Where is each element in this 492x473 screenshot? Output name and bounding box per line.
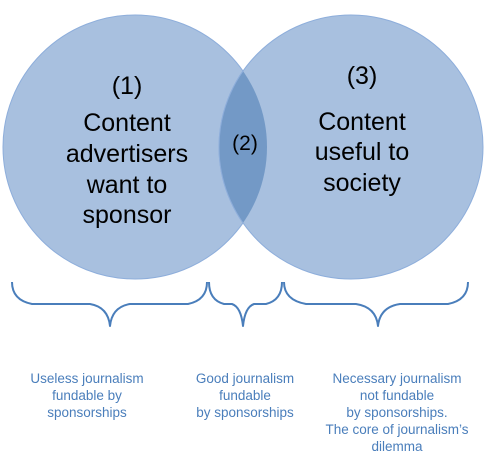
left-circle-number: (1) <box>112 72 143 100</box>
caption-left: Useless journalism fundable by sponsorsh… <box>12 370 162 421</box>
caption-right-line: dilemma <box>371 439 423 454</box>
left-circle-line-3: want to <box>86 171 168 199</box>
caption-right-line: Necessary journalism <box>332 371 462 386</box>
overlap-number: (2) <box>232 132 258 155</box>
brace-right <box>283 281 469 327</box>
caption-middle-line: Good journalism <box>195 371 295 386</box>
caption-right-line: by sponsorships. <box>346 405 448 420</box>
left-circle-line-4: sponsor <box>83 201 172 229</box>
caption-left-line: sponsorships <box>47 405 127 420</box>
right-circle-number: (3) <box>347 62 378 90</box>
caption-right-line: not fundable <box>359 388 435 403</box>
brace-middle <box>208 281 283 327</box>
caption-right: Necessary journalism not fundable by spo… <box>312 370 482 455</box>
left-circle-line-2: advertisers <box>66 140 188 168</box>
right-circle-line-2: useful to <box>315 138 410 166</box>
left-circle-line-1: Content <box>83 109 171 137</box>
caption-middle-line: by sponsorships <box>196 405 294 420</box>
overlap-region <box>218 15 267 279</box>
brace-left <box>11 281 208 327</box>
caption-middle: Good journalism fundable by sponsorships <box>175 370 315 421</box>
caption-left-line: Useless journalism <box>30 371 144 386</box>
caption-right-line: The core of journalism’s <box>325 422 469 437</box>
caption-left-line: fundable by <box>52 388 122 403</box>
right-circle-line-1: Content <box>318 108 406 136</box>
right-circle-line-3: society <box>323 169 401 197</box>
caption-middle-line: fundable <box>219 388 271 403</box>
